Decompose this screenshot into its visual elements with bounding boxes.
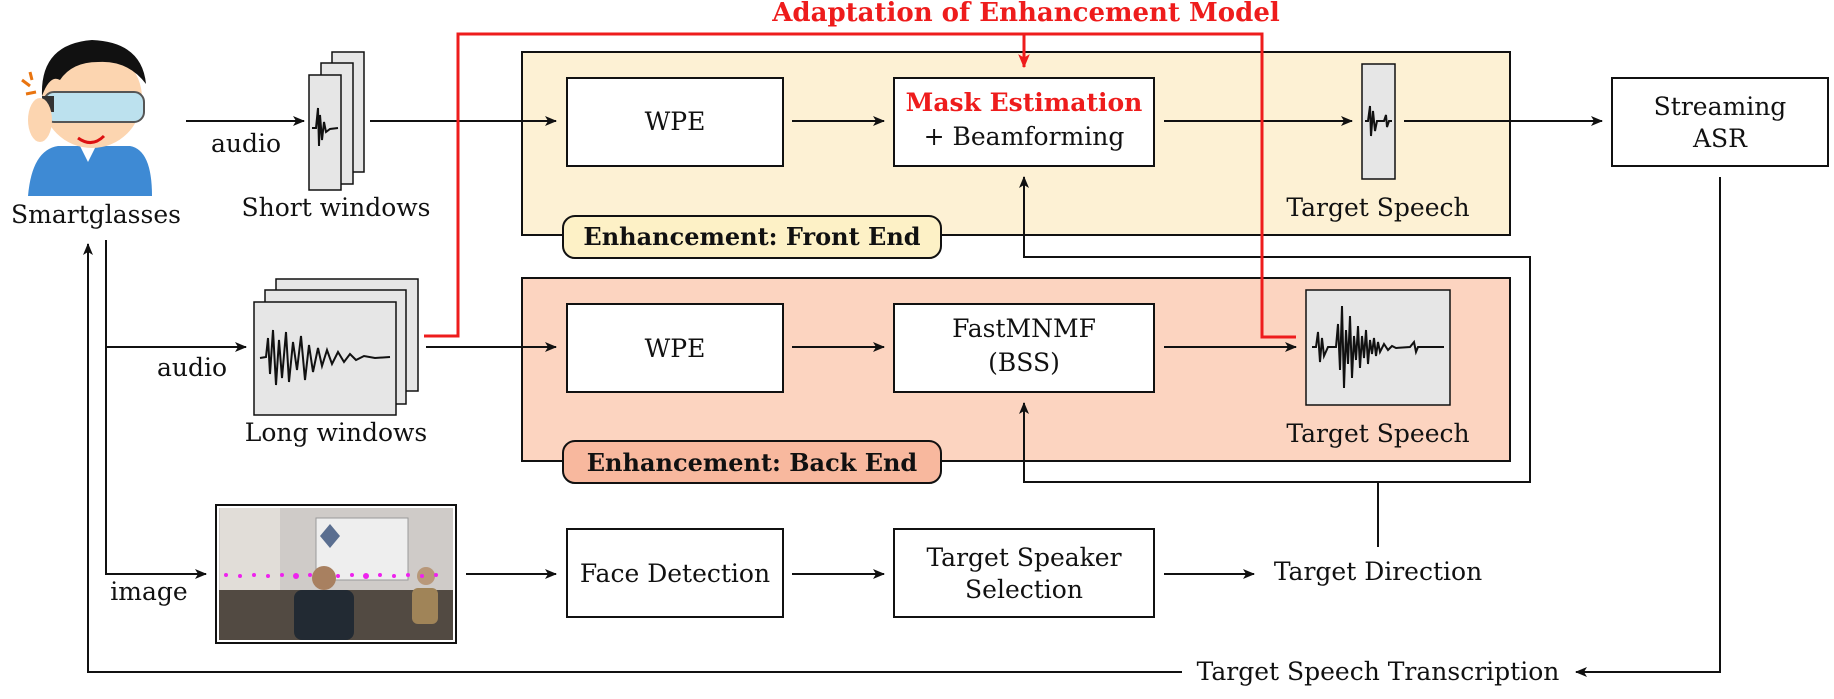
streaming-asr-box [1611, 77, 1829, 167]
transcription-label: Target Speech Transcription [1197, 657, 1560, 686]
smartglasses-person-icon [21, 40, 152, 196]
face-detection-label: Face Detection [580, 559, 770, 588]
front-end-tag-label: Enhancement: Front End [583, 222, 920, 251]
speaker-selection-line1: Target Speaker [926, 543, 1121, 572]
back-wpe-box [566, 303, 784, 393]
bss-label: (BSS) [988, 348, 1060, 377]
short-waveform [312, 107, 339, 147]
connectors [83, 116, 1721, 677]
audio-long-label: audio [157, 353, 227, 382]
direction-feedback-line [1019, 176, 1531, 547]
short-windows-label: Short windows [241, 193, 430, 222]
speaker-selection-box [893, 528, 1155, 618]
face-detection-box [566, 528, 784, 618]
front-wpe-box [566, 77, 784, 167]
mask-estimation-box [893, 77, 1155, 167]
long-windows-stack [253, 278, 419, 416]
smartglasses-label: Smartglasses [11, 200, 181, 229]
arrow-glasses-to-image [105, 347, 207, 579]
mask-estimation-label: Mask Estimation [906, 88, 1143, 117]
front-wpe-label: WPE [645, 107, 706, 136]
back-wpe-label: WPE [645, 334, 706, 363]
front-target-speech-waveform [1361, 63, 1396, 180]
back-end-tag [562, 440, 942, 484]
long-windows-label: Long windows [245, 418, 427, 447]
asr-line2: ASR [1692, 124, 1748, 153]
speaker-selection-line2: Selection [965, 575, 1083, 604]
audio-short-label: audio [211, 129, 281, 158]
short-windows-stack [308, 51, 365, 191]
back-target-speech-label: Target Speech [1286, 419, 1469, 448]
front-target-speech-label: Target Speech [1286, 193, 1469, 222]
beamforming-label: + Beamforming [924, 122, 1125, 151]
arrow-transcription-to-glasses [83, 243, 1182, 673]
adaptation-arrow [424, 32, 1296, 339]
long-waveform [259, 329, 391, 386]
adaptation-title: Adaptation of Enhancement Model [771, 0, 1280, 28]
target-direction-label: Target Direction [1274, 557, 1482, 586]
fastmnmf-label: FastMNMF [952, 314, 1096, 343]
back-end-tag-label: Enhancement: Back End [587, 448, 918, 477]
back-target-speech-waveform [1305, 289, 1451, 406]
direction-to-fastmnmf-line [1019, 402, 1378, 483]
arrow-asr-to-transcription [1575, 177, 1721, 677]
fastmnmf-box [893, 303, 1155, 393]
asr-line1: Streaming [1654, 92, 1787, 121]
scene-photo [215, 504, 457, 644]
arrow-glasses-to-long [105, 240, 247, 352]
image-label: image [110, 577, 187, 606]
front-end-tag [562, 215, 942, 259]
